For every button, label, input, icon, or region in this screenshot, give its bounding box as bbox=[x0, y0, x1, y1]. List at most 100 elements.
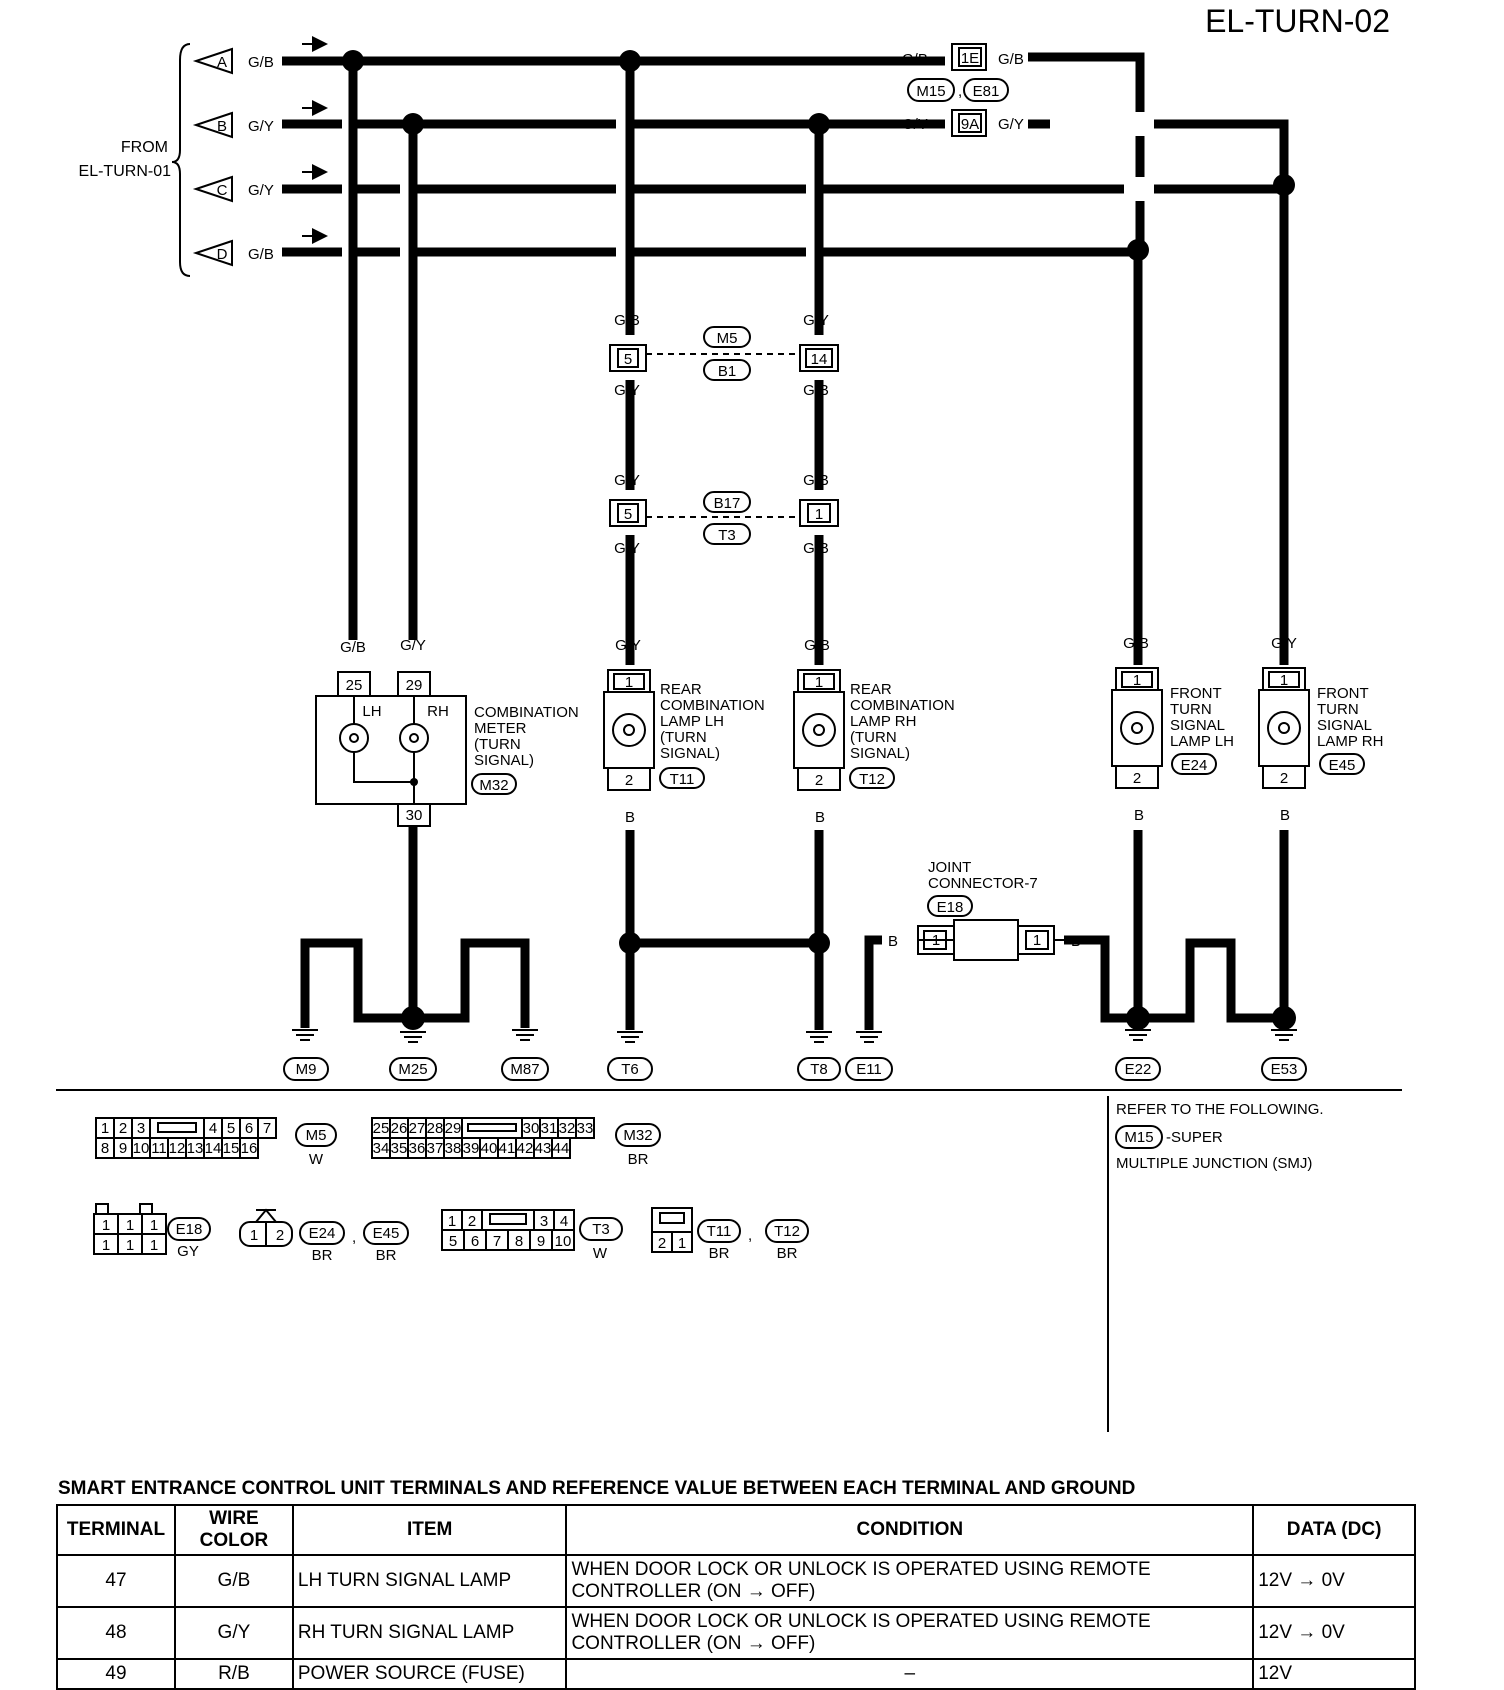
rear-rh-pin-bottom: 2 bbox=[815, 772, 823, 789]
m5-pin-14: 14 bbox=[205, 1140, 222, 1157]
reference-table-title: SMART ENTRANCE CONTROL UNIT TERMINALS AN… bbox=[58, 1478, 1136, 1499]
row-condition-line-1: WHEN DOOR LOCK OR UNLOCK IS OPERATED USI… bbox=[571, 1611, 1151, 1632]
joint-left-color: B bbox=[888, 933, 898, 950]
b17-right-top-color: G/B bbox=[803, 472, 829, 489]
rear-rh-connector: T12 bbox=[859, 771, 885, 788]
t3-pin-7: 7 bbox=[493, 1233, 501, 1250]
gnd-color-e22-left: B bbox=[1100, 973, 1110, 990]
t11-pin-2: 1 bbox=[678, 1235, 686, 1252]
joint-connector-7: JOINT CONNECTOR-7 E18 B 1 1 B bbox=[888, 859, 1081, 961]
m5-pin-1: 1 bbox=[101, 1120, 109, 1137]
ground-m25: M25 bbox=[398, 1061, 427, 1078]
m32-pin-41: 41 bbox=[499, 1140, 516, 1157]
table-row: 48 G/Y RH TURN SIGNAL LAMP WHEN DOOR LOC… bbox=[56, 1606, 1416, 1660]
b17-conn-a: B17 bbox=[714, 495, 741, 512]
gnd-color-m25: B bbox=[408, 973, 418, 990]
front-rh-name-2: TURN bbox=[1317, 701, 1359, 718]
joint-name-1: JOINT bbox=[928, 859, 971, 876]
meter-pin-lh: 25 bbox=[346, 677, 363, 694]
t3-pin-3: 3 bbox=[540, 1213, 548, 1230]
m32-pin-27: 27 bbox=[409, 1120, 426, 1137]
m32-pin-29: 29 bbox=[445, 1120, 462, 1137]
t3-pin-2: 2 bbox=[468, 1213, 476, 1230]
header-data: DATA (DC) bbox=[1252, 1504, 1416, 1556]
front-lh-pin-bottom: 2 bbox=[1133, 770, 1141, 787]
front-rh-pin-bottom: 2 bbox=[1280, 770, 1288, 787]
m5-id: M5 bbox=[306, 1127, 327, 1144]
smj-1e-right-color: G/B bbox=[998, 51, 1024, 68]
front-turn-signal-lamp-lh: G/B 1 2 FRONT TURN SIGNAL LAMP LH E24 B bbox=[1111, 635, 1234, 824]
e18-pin-1: 1 bbox=[102, 1217, 110, 1234]
input-connector-d: D G/B bbox=[192, 228, 328, 267]
t3-color: W bbox=[593, 1245, 608, 1262]
input-letter-b: B bbox=[217, 118, 227, 135]
reference-table: TERMINAL WIRE COLOR ITEM CONDITION DATA … bbox=[56, 1504, 1416, 1690]
t11-pin-1: 2 bbox=[658, 1235, 666, 1252]
b17-right-pin: 1 bbox=[815, 506, 823, 523]
front-lh-name-2: TURN bbox=[1170, 701, 1212, 718]
e45-id: E45 bbox=[373, 1225, 400, 1242]
meter-name-3: (TURN bbox=[474, 736, 521, 753]
front-rh-bottom-color: B bbox=[1280, 807, 1290, 824]
t11-id: T11 bbox=[707, 1223, 732, 1240]
m5-pin-11: 11 bbox=[151, 1140, 167, 1157]
e24-pin-2: 2 bbox=[276, 1227, 284, 1244]
front-lh-name-3: SIGNAL bbox=[1170, 717, 1225, 734]
front-lh-name-4: LAMP LH bbox=[1170, 733, 1234, 750]
m5-conn-b: B1 bbox=[718, 363, 736, 380]
connector-view-t11-t12: 2 1 T11 BR , T12 BR bbox=[651, 1207, 809, 1262]
rear-lh-top-color: G/Y bbox=[615, 637, 641, 654]
ground-wire-color-labels: B B B B B B B B B B B B B bbox=[300, 969, 1289, 1026]
row-wire-color: G/Y bbox=[173, 1606, 294, 1660]
meter-pin-ground: 30 bbox=[406, 807, 423, 824]
smj-1e-left-color: G/B bbox=[902, 51, 928, 68]
row-condition: WHEN DOOR LOCK OR UNLOCK IS OPERATED USI… bbox=[565, 1606, 1255, 1660]
m5-pin-6: 6 bbox=[245, 1120, 253, 1137]
m5-pin-15: 15 bbox=[223, 1140, 240, 1157]
meter-lh-wire-color: G/B bbox=[340, 639, 366, 656]
input-color-b: G/Y bbox=[248, 118, 274, 135]
m32-pin-43: 43 bbox=[535, 1140, 552, 1157]
smj-connector-9a: G/Y 9A G/Y bbox=[902, 109, 1024, 137]
t3-pin-6: 6 bbox=[471, 1233, 479, 1250]
e24-color: BR bbox=[312, 1247, 333, 1264]
rear-rh-pin-top: 1 bbox=[815, 674, 823, 691]
from-page-label: EL-TURN-01 bbox=[79, 163, 172, 180]
ground-e53: E53 bbox=[1271, 1061, 1298, 1078]
m32-pin-37: 37 bbox=[427, 1140, 444, 1157]
m32-pin-26: 26 bbox=[391, 1120, 408, 1137]
rear-lh-name-2: COMBINATION bbox=[660, 697, 765, 714]
input-connector-c: C G/Y bbox=[192, 164, 328, 203]
e24-id: E24 bbox=[309, 1225, 336, 1242]
m32-pin-39: 39 bbox=[463, 1140, 480, 1157]
row-terminal: 47 bbox=[56, 1554, 176, 1608]
front-rh-name-4: LAMP RH bbox=[1317, 733, 1383, 750]
m32-color: BR bbox=[628, 1151, 649, 1168]
rear-rh-name-1: REAR bbox=[850, 681, 892, 698]
m5-right-bottom-color: G/B bbox=[803, 382, 829, 399]
row-data: 12V → 0V bbox=[1252, 1554, 1416, 1608]
input-letter-d: D bbox=[217, 246, 228, 263]
ground-wires bbox=[300, 826, 1289, 1030]
m5-pin-5: 5 bbox=[227, 1120, 235, 1137]
rear-lh-connector: T11 bbox=[670, 771, 695, 788]
meter-name-4: SIGNAL) bbox=[474, 752, 534, 769]
e18-pin-6: 1 bbox=[150, 1237, 158, 1254]
rear-rh-bottom-color: B bbox=[815, 809, 825, 826]
gnd-color-e53: B bbox=[1279, 969, 1289, 986]
gnd-color-m87: B bbox=[520, 973, 530, 990]
e18-pin-4: 1 bbox=[102, 1237, 110, 1254]
m5-left-pin: 5 bbox=[624, 351, 632, 368]
smj-1e-conn-b: E81 bbox=[973, 83, 1000, 100]
gnd-color-m25-left: B bbox=[353, 973, 363, 990]
meter-rh-wire-color: G/Y bbox=[400, 637, 426, 654]
rear-lh-bottom-color: B bbox=[625, 809, 635, 826]
input-color-a: G/B bbox=[248, 54, 274, 71]
front-rh-connector: E45 bbox=[1329, 757, 1356, 774]
m32-pin-28: 28 bbox=[427, 1120, 444, 1137]
row-item: LH TURN SIGNAL LAMP bbox=[291, 1554, 568, 1608]
meter-rh-label: RH bbox=[427, 703, 449, 720]
row-terminal: 49 bbox=[56, 1658, 176, 1690]
